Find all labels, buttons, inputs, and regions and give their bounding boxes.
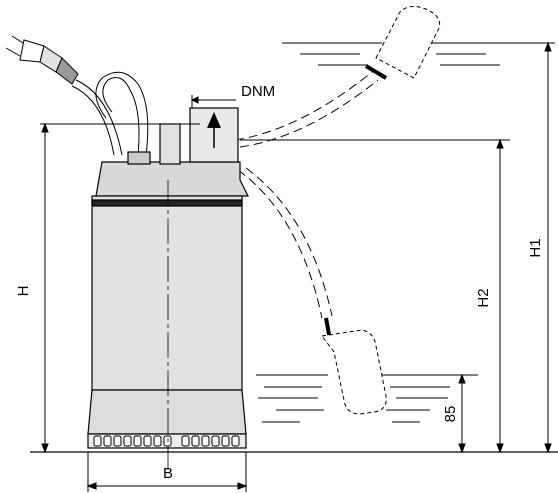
float-switch-lower — [321, 317, 387, 415]
b-label: B — [163, 465, 173, 482]
flow-arrow-icon — [207, 112, 221, 148]
plug-icon — [5, 35, 79, 85]
h-dimension — [40, 122, 200, 454]
float-cable-upper — [234, 71, 379, 148]
power-cable — [71, 71, 149, 156]
water-level-bottom-lines — [256, 374, 478, 423]
float-switch-upper — [364, 6, 441, 80]
h2-dimension — [240, 138, 510, 454]
h2-label: H2 — [475, 288, 492, 307]
float-cable-lower — [237, 167, 333, 319]
b-dimension — [86, 452, 248, 492]
dnm-label: DNM — [241, 83, 275, 100]
h1-dimension — [544, 41, 552, 454]
dim-85-label: 85 — [442, 406, 459, 423]
dnm-dimension — [190, 95, 236, 108]
h1-label: H1 — [527, 238, 544, 257]
dim-85-dimension — [458, 373, 466, 454]
intake-slots — [93, 435, 240, 447]
h-label: H — [15, 286, 32, 297]
